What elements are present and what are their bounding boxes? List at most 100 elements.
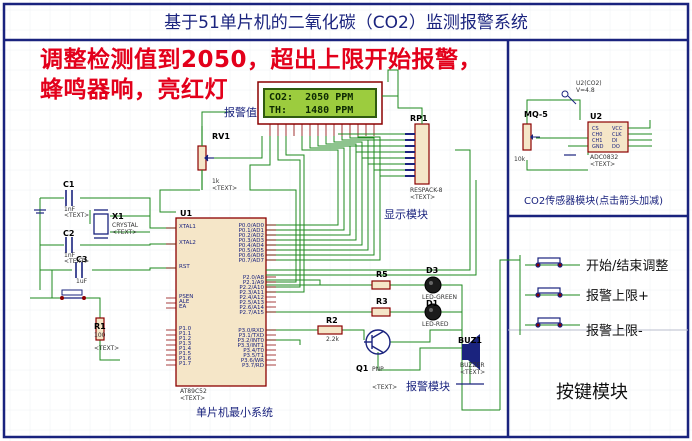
q1-value: PNP bbox=[372, 366, 384, 373]
u2-pin-label: CH1 bbox=[592, 138, 603, 144]
u1-pin-label: P3.0/RXD bbox=[238, 328, 264, 334]
display-module-label: 显示模块 bbox=[384, 208, 428, 221]
overlay-line-1: 调整检测值到2050，超出上限开始报警， bbox=[40, 47, 483, 73]
key-down-label: 报警上限- bbox=[586, 324, 643, 339]
alarm-module-label: 报警模块 bbox=[406, 380, 450, 393]
u1-pin-label: P0.6/AD6 bbox=[238, 253, 264, 259]
u1-pin-label: P1.3 bbox=[179, 341, 192, 347]
resistors bbox=[317, 280, 391, 335]
u2-label: U2 bbox=[590, 112, 603, 121]
mcu-module-label: 单片机最小系统 bbox=[196, 406, 273, 419]
c3-label: C3 bbox=[76, 255, 88, 264]
u2-probe-label: U2(CO2) bbox=[576, 80, 602, 87]
u2-value: ADC0832 bbox=[590, 154, 619, 161]
lcd-caption: 报警值 bbox=[224, 106, 257, 119]
u1-mcu-body bbox=[175, 217, 267, 387]
u1-pin-label: P2.0/A8 bbox=[242, 275, 264, 281]
x1-value: CRYSTAL bbox=[112, 222, 139, 229]
text-placeholder: <TEXT> bbox=[460, 369, 486, 376]
u1-pin-label: P3.5/T1 bbox=[243, 353, 264, 359]
buz1-label: BUZ1 bbox=[458, 336, 482, 345]
key-up-label: 报警上限+ bbox=[586, 289, 649, 304]
u1-pin-label: P3.6/WR bbox=[240, 358, 264, 364]
u1-pin-label: XTAL2 bbox=[179, 240, 196, 246]
key-module-label: 按键模块 bbox=[556, 382, 628, 403]
c2-value: 1nF bbox=[64, 252, 76, 259]
u1-pin-label: P2.1/A9 bbox=[242, 280, 264, 286]
u1-pin-label: RST bbox=[179, 264, 190, 270]
u2-pin-label: VCC bbox=[612, 126, 623, 132]
u1-pin-label: P2.3/A11 bbox=[239, 290, 264, 296]
wires bbox=[30, 69, 652, 411]
u1-pin-label: P1.6 bbox=[179, 356, 192, 362]
u1-pin-label: ALE bbox=[179, 299, 190, 305]
rv1-label: RV1 bbox=[212, 132, 230, 141]
c2-label: C2 bbox=[63, 229, 75, 238]
u2-pin-label: DO bbox=[612, 144, 620, 150]
u1-pin-label: P2.6/A14 bbox=[239, 305, 264, 311]
u1-pin-label: P0.7/AD7 bbox=[238, 258, 264, 264]
text-placeholder: <TEXT> bbox=[64, 258, 90, 265]
u2-pin-label: DI bbox=[612, 138, 618, 144]
buzzer-buz1 bbox=[462, 334, 480, 370]
lcd-screen: CO2: 2050 PPM TH: 1480 PPM bbox=[263, 88, 377, 118]
d1-value: LED-RED bbox=[422, 321, 449, 328]
text-placeholder: <TEXT> bbox=[64, 212, 90, 219]
transistor-q1 bbox=[364, 329, 391, 355]
text-placeholder: <TEXT> bbox=[590, 161, 616, 168]
u2-pin-label: GND bbox=[592, 144, 604, 150]
lcd-row-1: CO2: 2050 PPM bbox=[269, 92, 354, 103]
u1-pin-label: PSEN bbox=[179, 294, 194, 300]
d3-label: D3 bbox=[426, 266, 439, 275]
mq5-label: MQ-5 bbox=[524, 110, 548, 119]
text-placeholder: <TEXT> bbox=[212, 185, 238, 192]
overlay-line-2: 蜂鸣器响，亮红灯 bbox=[40, 77, 228, 103]
u1-value: AT89C52 bbox=[180, 388, 207, 395]
u1-pin-label: P0.2/AD2 bbox=[238, 233, 264, 239]
r2-value: 2.2k bbox=[326, 336, 340, 343]
reset-button bbox=[60, 289, 86, 300]
c1-value: 1nF bbox=[64, 206, 76, 213]
u1-pin-label: P1.1 bbox=[179, 331, 192, 337]
u1-pin-label: P3.4/T0 bbox=[243, 348, 264, 354]
u1-pin-label: P2.4/A12 bbox=[239, 295, 264, 301]
u1-pin-label: P2.5/A13 bbox=[239, 300, 264, 306]
u1-pin-label: P1.5 bbox=[179, 351, 192, 357]
u1-pin-label: P3.1/TXD bbox=[238, 333, 264, 339]
u1-pin-label: P3.2/INT0 bbox=[237, 338, 264, 344]
u1-pin-label: EA bbox=[179, 304, 187, 310]
u1-pin-label: P3.7/RD bbox=[242, 363, 264, 369]
u1-pin-label: P1.7 bbox=[179, 361, 192, 367]
key-switches bbox=[535, 257, 563, 328]
u1-pin-label: P3.3/INT1 bbox=[237, 343, 264, 349]
u1-pin-label: P2.2/A10 bbox=[239, 285, 264, 291]
r5-label: R5 bbox=[376, 270, 388, 279]
u1-pin-label: P1.0 bbox=[179, 326, 192, 332]
u1-pin-label: XTAL1 bbox=[179, 224, 196, 230]
u1-pin-label: P1.2 bbox=[179, 336, 192, 342]
resistor-r1 bbox=[95, 317, 105, 341]
u1-pin-label: P0.4/AD4 bbox=[238, 243, 264, 249]
c3-value: 1uF bbox=[76, 278, 88, 285]
rp1-label: RP1 bbox=[410, 114, 428, 123]
ground-symbols bbox=[34, 154, 576, 385]
buz1-value: BUZZER bbox=[460, 362, 485, 369]
r3-label: R3 bbox=[376, 297, 388, 306]
text-placeholder: <TEXT> bbox=[410, 194, 436, 201]
r1-value: 100 bbox=[94, 332, 106, 339]
u2-pin-label: CLK bbox=[612, 132, 622, 138]
leds bbox=[424, 276, 442, 321]
key-start-label: 开始/结束调整 bbox=[586, 259, 669, 274]
sensor-parts bbox=[522, 90, 629, 153]
text-placeholder: <TEXT> bbox=[94, 345, 120, 352]
u2-probe-voltage: V=4.8 bbox=[576, 87, 595, 94]
q1-label: Q1 bbox=[356, 364, 369, 373]
text-placeholder: <TEXT> bbox=[112, 229, 138, 236]
r1-label: R1 bbox=[94, 322, 106, 331]
u1-pin-label: P0.1/AD1 bbox=[238, 228, 264, 234]
lcd-row-2: TH: 1480 PPM bbox=[269, 105, 354, 116]
u1-pin-stubs bbox=[166, 224, 276, 366]
capacitors bbox=[65, 190, 83, 278]
crystal-x1 bbox=[93, 209, 109, 239]
